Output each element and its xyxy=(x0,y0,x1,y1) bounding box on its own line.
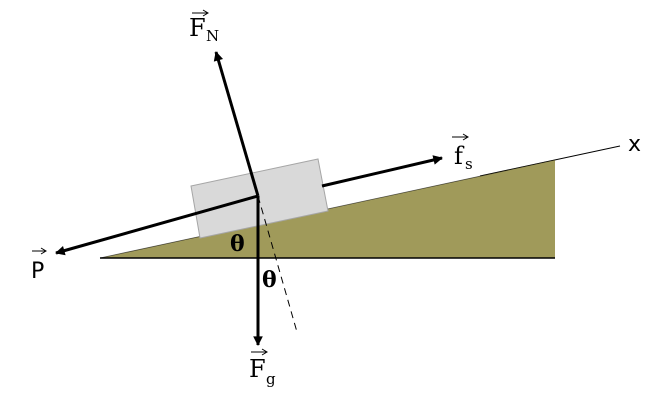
svg-text:N: N xyxy=(206,27,219,45)
gravity-force-label: F g xyxy=(249,348,276,388)
normal-force-label: F N xyxy=(189,9,219,45)
svg-text:f: f xyxy=(454,142,465,170)
angle-gravity-label: θ xyxy=(262,267,277,293)
svg-text:F: F xyxy=(249,355,266,383)
svg-text:g: g xyxy=(266,370,276,388)
svg-text:F: F xyxy=(189,14,206,42)
push-force-label: P xyxy=(31,247,47,284)
svg-text:s: s xyxy=(465,155,473,173)
x-axis-label: x xyxy=(628,132,641,157)
angle-incline-label: θ xyxy=(230,231,245,257)
svg-text:P: P xyxy=(31,259,44,284)
friction-force-arrow xyxy=(321,155,443,188)
friction-force-label: f s xyxy=(452,133,473,173)
normal-force-arrow xyxy=(213,51,260,197)
push-force-arrow xyxy=(55,194,259,256)
